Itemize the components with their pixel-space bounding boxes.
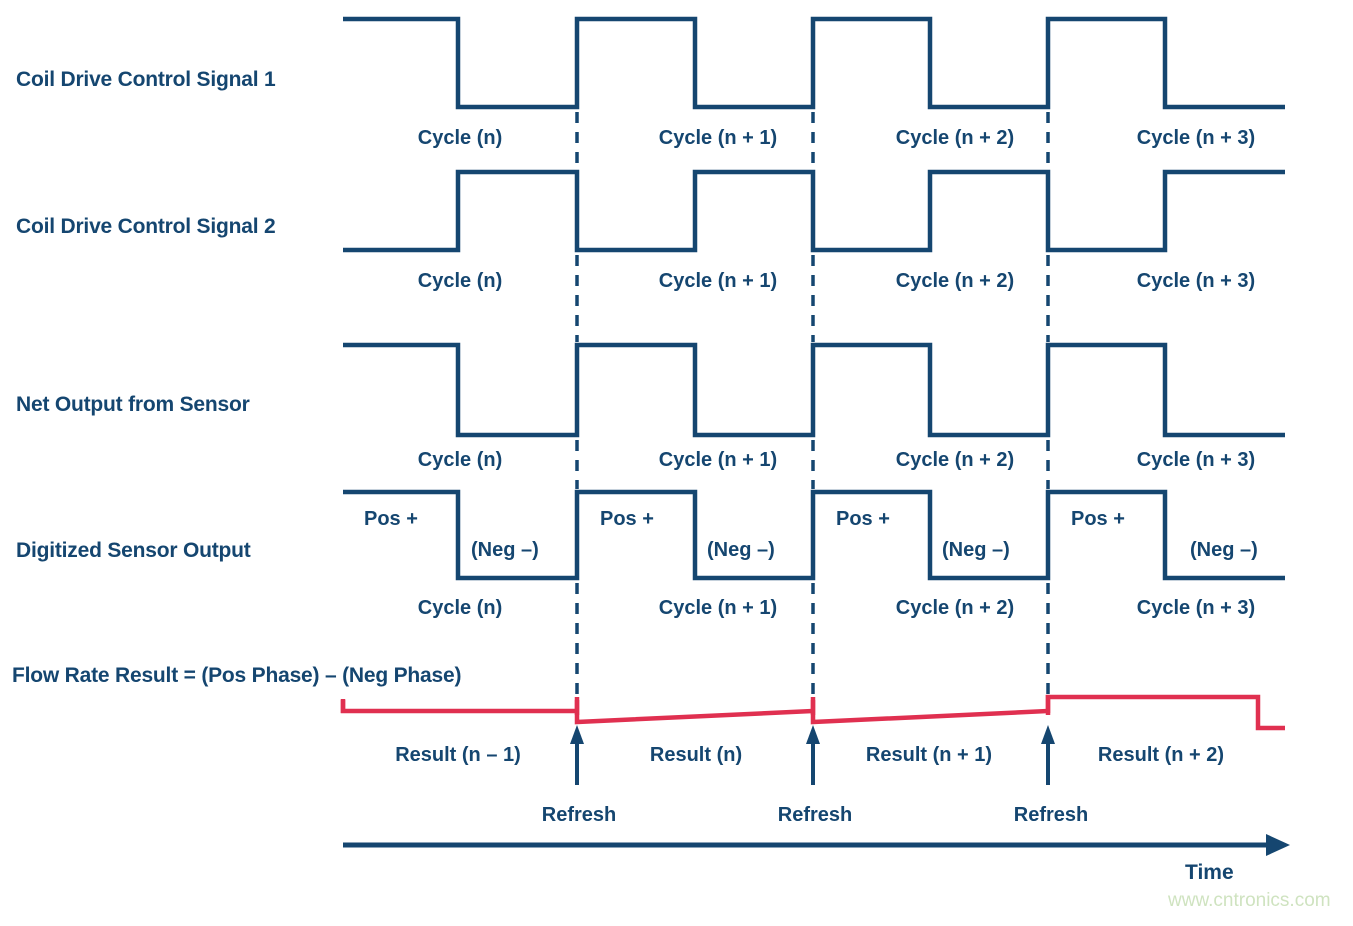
row-label-digitized-sensor-output: Digitized Sensor Output <box>16 539 251 562</box>
cycle-label-dig-n3: Cycle (n + 3) <box>1136 597 1256 619</box>
refresh-arrow-3 <box>1041 725 1055 785</box>
row-label-net-output-from-sensor: Net Output from Sensor <box>16 393 250 416</box>
cycle-label-net-n: Cycle (n) <box>417 449 503 471</box>
refresh-label-3: Refresh <box>1013 804 1089 826</box>
waveform-coil-drive-signal-2 <box>343 169 1285 253</box>
phase-label-neg-1: (Neg –) <box>471 539 539 561</box>
refresh-arrow-2 <box>806 725 820 785</box>
row-label-coil-drive-signal-1: Coil Drive Control Signal 1 <box>16 68 276 91</box>
cycle-label-dig-n2: Cycle (n + 2) <box>895 597 1015 619</box>
refresh-label-1: Refresh <box>541 804 617 826</box>
phase-label-pos-3: Pos + <box>836 508 890 530</box>
cycle-label-s1-n: Cycle (n) <box>417 127 503 149</box>
refresh-arrow-1 <box>570 725 584 785</box>
cycle-label-s1-n2: Cycle (n + 2) <box>895 127 1015 149</box>
time-axis <box>343 834 1290 856</box>
time-axis-label: Time <box>1185 861 1234 884</box>
phase-label-neg-2: (Neg –) <box>707 539 775 561</box>
refresh-label-2: Refresh <box>777 804 853 826</box>
cycle-label-dig-n1: Cycle (n + 1) <box>658 597 778 619</box>
result-label-n: Result (n) <box>649 744 743 766</box>
phase-label-neg-4: (Neg –) <box>1190 539 1258 561</box>
row-label-flow-rate-result: Flow Rate Result = (Pos Phase) – (Neg Ph… <box>12 664 462 687</box>
phase-label-pos-4: Pos + <box>1071 508 1125 530</box>
cycle-label-s1-n3: Cycle (n + 3) <box>1136 127 1256 149</box>
cycle-label-dig-n: Cycle (n) <box>417 597 503 619</box>
waveform-digitized-sensor-output <box>343 489 1285 581</box>
phase-label-pos-2: Pos + <box>600 508 654 530</box>
result-label-n-plus-2: Result (n + 2) <box>1097 744 1225 766</box>
cycle-label-s1-n1: Cycle (n + 1) <box>658 127 778 149</box>
cycle-label-net-n1: Cycle (n + 1) <box>658 449 778 471</box>
cycle-label-s2-n1: Cycle (n + 1) <box>658 270 778 292</box>
cycle-label-s2-n3: Cycle (n + 3) <box>1136 270 1256 292</box>
phase-label-pos-1: Pos + <box>364 508 418 530</box>
cycle-label-s2-n2: Cycle (n + 2) <box>895 270 1015 292</box>
phase-label-neg-3: (Neg –) <box>942 539 1010 561</box>
result-label-n-minus-1: Result (n – 1) <box>395 744 521 766</box>
waveform-coil-drive-signal-1 <box>343 16 1285 110</box>
waveform-net-output-from-sensor <box>343 342 1285 438</box>
watermark-text: www.cntronics.com <box>1168 890 1331 911</box>
cycle-label-s2-n: Cycle (n) <box>417 270 503 292</box>
result-label-n-plus-1: Result (n + 1) <box>865 744 993 766</box>
row-label-coil-drive-signal-2: Coil Drive Control Signal 2 <box>16 215 276 238</box>
cycle-label-net-n3: Cycle (n + 3) <box>1136 449 1256 471</box>
cycle-label-net-n2: Cycle (n + 2) <box>895 449 1015 471</box>
